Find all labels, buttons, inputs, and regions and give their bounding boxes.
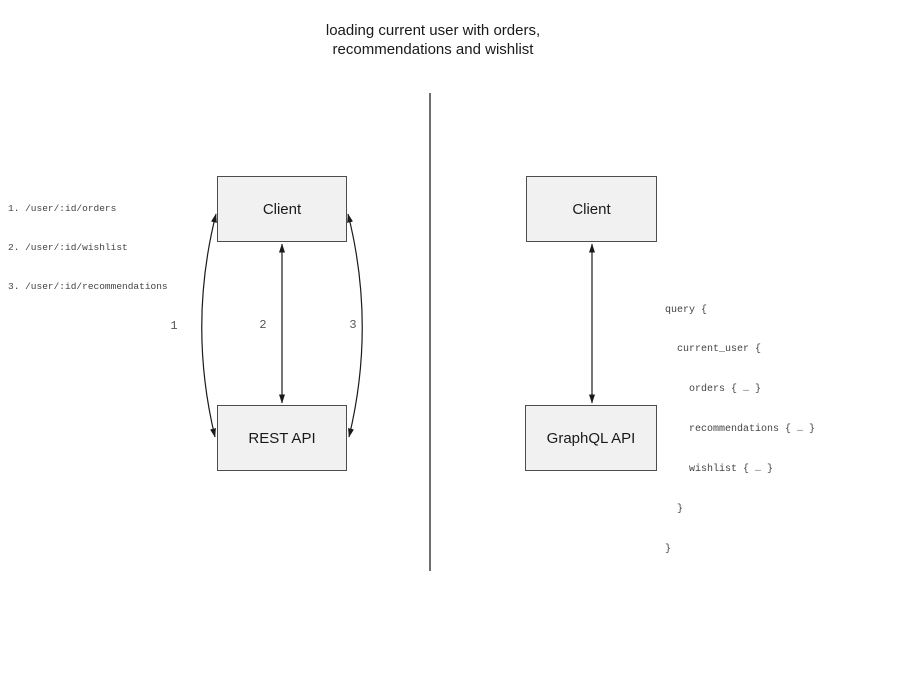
title-line-1: loading current user with orders, [325, 22, 541, 39]
query-line: recommendations { … } [665, 424, 816, 436]
arrow-label-3: 3 [349, 318, 357, 332]
client-box-graphql: Client [526, 176, 657, 242]
client-box-rest: Client [217, 176, 347, 242]
endpoint-orders: 1. /user/:id/orders [8, 203, 117, 214]
query-line: } [665, 543, 672, 555]
title-line-2: recommendations and wishlist [332, 41, 534, 58]
arrow-recommendations-curve [347, 213, 363, 438]
graphql-api-box: GraphQL API [525, 405, 657, 471]
query-line: current_user { [665, 344, 762, 356]
graphql-api-box-label: GraphQL API [546, 429, 636, 447]
arrow-label-2: 2 [259, 318, 267, 332]
endpoint-recommendations: 3. /user/:id/recommendations [8, 281, 168, 292]
graphql-query-snippet: query { current_user { orders { … } reco… [665, 277, 815, 583]
arrow-label-1: 1 [170, 319, 178, 333]
rest-api-box: REST API [217, 405, 347, 471]
endpoint-wishlist: 2. /user/:id/wishlist [8, 242, 128, 253]
query-line: orders { … } [665, 384, 762, 396]
panel-divider-line [429, 93, 431, 571]
rest-api-box-label: REST API [248, 429, 316, 447]
client-box-rest-label: Client [262, 200, 302, 218]
query-line: query { [665, 304, 708, 316]
diagram-title: loading current user with orders, recomm… [0, 21, 866, 59]
query-line: wishlist { … } [665, 464, 774, 476]
arrow-orders-curve [201, 213, 217, 438]
query-line: } [665, 504, 684, 516]
client-box-graphql-label: Client [572, 200, 611, 218]
rest-endpoints-list: 1. /user/:id/orders 2. /user/:id/wishlis… [8, 176, 168, 319]
